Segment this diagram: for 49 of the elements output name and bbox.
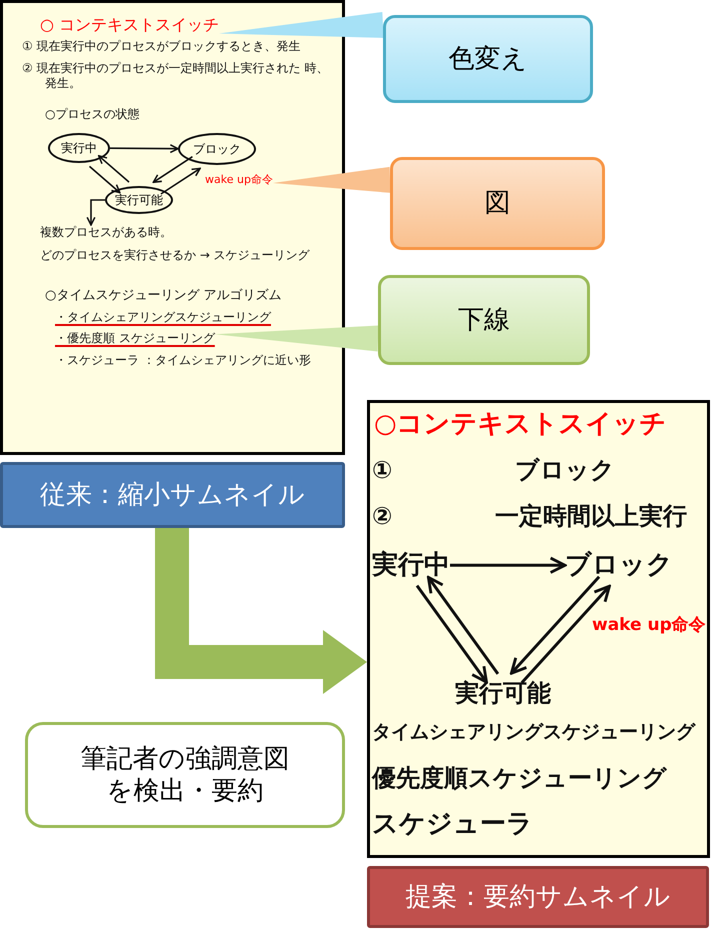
note-text: ○ コンテキストスイッチ (40, 15, 220, 35)
arrow (426, 576, 500, 675)
callout-pointer (219, 12, 384, 38)
callout-box: 図 (390, 157, 605, 250)
note-text: ブロック (565, 549, 673, 582)
note-text: ブロック (515, 455, 615, 485)
arrow (520, 584, 611, 684)
note-text: 複数プロセスがある時。 (40, 225, 172, 240)
arrow (86, 199, 105, 226)
note-text: ○コンテキストスイッチ (374, 408, 667, 440)
note-text: ・タイムシェアリングスケジューリング (55, 310, 271, 325)
state-ellipse: 実行中 (48, 133, 110, 163)
state-ellipse: ブロック (178, 133, 256, 165)
note-text: タイムシェアリングスケジューリング (372, 721, 695, 745)
caption-bar: 従来：縮小サムネイル (0, 462, 345, 528)
caption-bar: 提案：要約サムネイル (367, 866, 709, 928)
note-text: ① 現在実行中のプロセスがブロックするとき、発生 (22, 39, 301, 54)
callout-box: 下線 (378, 275, 590, 365)
arrow (88, 166, 121, 194)
note-text: wake up命令 (205, 173, 273, 187)
arrow (110, 144, 179, 154)
callout-pointer (272, 166, 390, 193)
note-text: 優先度順スケジューリング (372, 763, 667, 793)
note-text: ① (372, 455, 392, 485)
note-text: ○プロセスの状態 (45, 107, 140, 122)
note-text: 実行中 (372, 549, 450, 582)
note-text: どのプロセスを実行させるか → スケジューリング (40, 248, 310, 263)
note-text: ・優先度順 スケジューリング (55, 331, 215, 346)
process-box: 筆記者の強調意図を検出・要約 (25, 722, 345, 828)
arrow (450, 556, 566, 574)
arrow (98, 155, 130, 183)
note-text: wake up命令 (592, 615, 706, 636)
block-arrow (155, 528, 367, 694)
note-text: 実行可能 (455, 678, 551, 708)
note-text: ・スケジューラ ：タイムシェアリングに近い形 (55, 353, 311, 368)
state-ellipse: 実行可能 (105, 186, 173, 214)
note-text: 一定時間以上実行 (495, 501, 687, 531)
arrow (510, 576, 600, 675)
arrow (416, 584, 488, 684)
note-text: スケジューラ (372, 808, 533, 840)
note-text: ② 現在実行中のプロセスが一定時間以上実行された 時、発生。 (22, 61, 340, 91)
note-text: ② (372, 501, 392, 531)
note-thumbnail (367, 400, 710, 858)
note-text: ○タイムスケジューリング アルゴリズム (45, 288, 282, 304)
callout-box: 色変え (383, 15, 593, 103)
arrow (152, 156, 193, 184)
callout-pointer (214, 326, 378, 352)
arrow (160, 168, 201, 195)
note-thumbnail (0, 0, 345, 455)
